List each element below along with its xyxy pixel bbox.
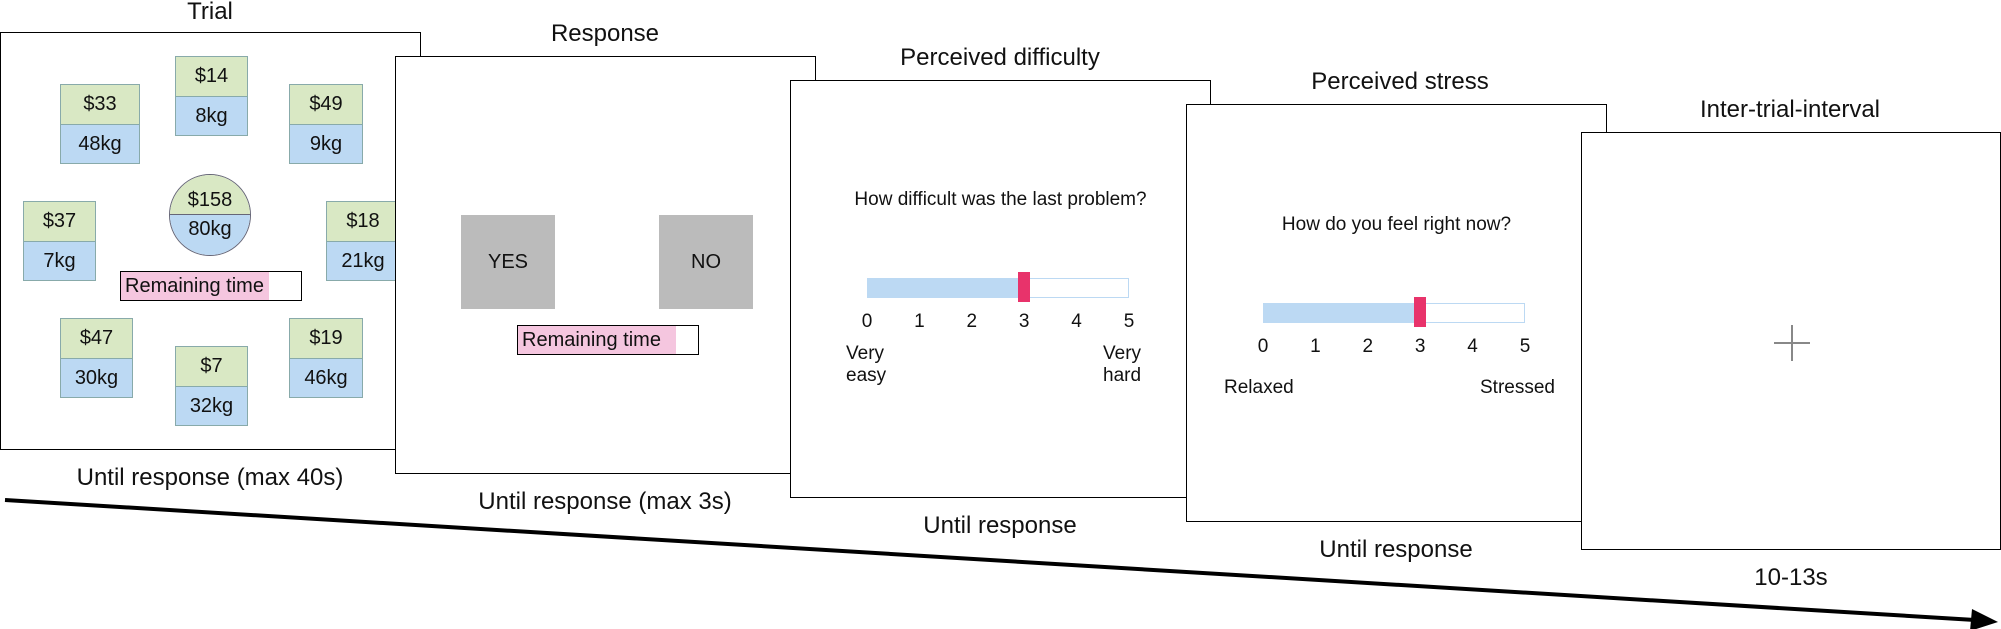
stress-tick-labels: 0 1 2 3 4 5 [1258, 336, 1531, 360]
item-card: $47 30kg [60, 318, 133, 398]
stress-slider-handle[interactable] [1414, 297, 1426, 327]
no-button[interactable]: NO [659, 215, 753, 309]
difficulty-question: How difficult was the last problem? [854, 189, 1147, 210]
yes-button[interactable]: YES [461, 215, 555, 309]
stress-caption: Until response [1319, 536, 1473, 563]
response-title: Response [550, 20, 660, 47]
tick-label: 4 [1071, 311, 1082, 332]
item-weight: 7kg [23, 241, 96, 281]
item-weight: 46kg [289, 358, 363, 398]
response-panel: YES NO Remaining time [395, 56, 816, 474]
stress-slider[interactable] [1263, 297, 1525, 327]
difficulty-slider-handle[interactable] [1018, 272, 1030, 302]
item-price: $19 [289, 318, 363, 358]
fixation-cross-icon [1774, 325, 1810, 361]
difficulty-slider[interactable] [867, 272, 1129, 302]
stress-title: Perceived stress [1311, 68, 1489, 95]
item-price: $33 [60, 84, 140, 124]
remaining-time-label: Remaining time [522, 328, 661, 351]
item-weight: 9kg [289, 124, 363, 164]
item-weight: 30kg [60, 358, 133, 398]
tick-label: 0 [1257, 336, 1269, 357]
difficulty-left-anchor: Very easy [846, 343, 887, 386]
trial-panel: $33 48kg $14 8kg $49 9kg $37 7kg $18 21k… [0, 32, 421, 450]
target-circle: $158 80kg [169, 174, 251, 256]
target-price: $158 [170, 175, 250, 215]
item-price: $14 [175, 56, 248, 96]
item-card: $49 9kg [289, 84, 363, 164]
tick-label: 0 [861, 311, 873, 332]
item-weight: 21kg [326, 241, 400, 281]
tick-label: 1 [1310, 336, 1321, 357]
item-card: $19 46kg [289, 318, 363, 398]
response-caption: Until response (max 3s) [478, 488, 732, 515]
trial-title: Trial [187, 0, 233, 25]
item-price: $7 [175, 346, 248, 386]
iti-caption: 10-13s [1754, 564, 1828, 591]
item-card: $37 7kg [23, 201, 96, 281]
remaining-time-fill [121, 272, 269, 300]
trial-caption: Until response (max 40s) [76, 464, 344, 491]
item-price: $18 [326, 201, 400, 241]
tick-label: 5 [1123, 311, 1135, 332]
stress-right-anchor: Stressed [1480, 377, 1555, 398]
item-weight: 8kg [175, 96, 248, 136]
difficulty-title: Perceived difficulty [900, 44, 1100, 71]
difficulty-slider-fill [868, 279, 1024, 297]
item-price: $47 [60, 318, 133, 358]
iti-title: Inter-trial-interval [1699, 96, 1881, 123]
item-card: $18 21kg [326, 201, 400, 281]
remaining-time-bar: Remaining time [517, 325, 699, 355]
difficulty-panel: How difficult was the last problem? 0 1 … [790, 80, 1211, 498]
item-card: $14 8kg [175, 56, 248, 136]
remaining-time-label: Remaining time [125, 274, 264, 297]
difficulty-right-anchor: Very hard [1103, 343, 1142, 386]
tick-label: 1 [914, 311, 925, 332]
tick-label: 5 [1519, 336, 1531, 357]
tick-label: 2 [1362, 336, 1374, 357]
difficulty-caption: Until response [923, 512, 1077, 539]
item-price: $37 [23, 201, 96, 241]
item-card: $7 32kg [175, 346, 248, 426]
stress-slider-fill [1264, 304, 1420, 322]
iti-panel [1581, 132, 2001, 550]
tick-label: 3 [1018, 311, 1030, 332]
stress-panel: How do you feel right now? 0 1 2 3 4 5 R… [1186, 104, 1607, 522]
item-weight: 48kg [60, 124, 140, 164]
target-weight: 80kg [170, 215, 250, 255]
item-weight: 32kg [175, 386, 248, 426]
item-price: $49 [289, 84, 363, 124]
tick-label: 4 [1467, 336, 1478, 357]
tick-label: 3 [1414, 336, 1426, 357]
stress-question: How do you feel right now? [1281, 214, 1512, 235]
tick-label: 2 [966, 311, 978, 332]
remaining-time-fill [518, 326, 677, 354]
stress-left-anchor: Relaxed [1224, 377, 1294, 398]
remaining-time-bar: Remaining time [120, 271, 302, 301]
item-card: $33 48kg [60, 84, 140, 164]
difficulty-tick-labels: 0 1 2 3 4 5 [862, 311, 1135, 335]
